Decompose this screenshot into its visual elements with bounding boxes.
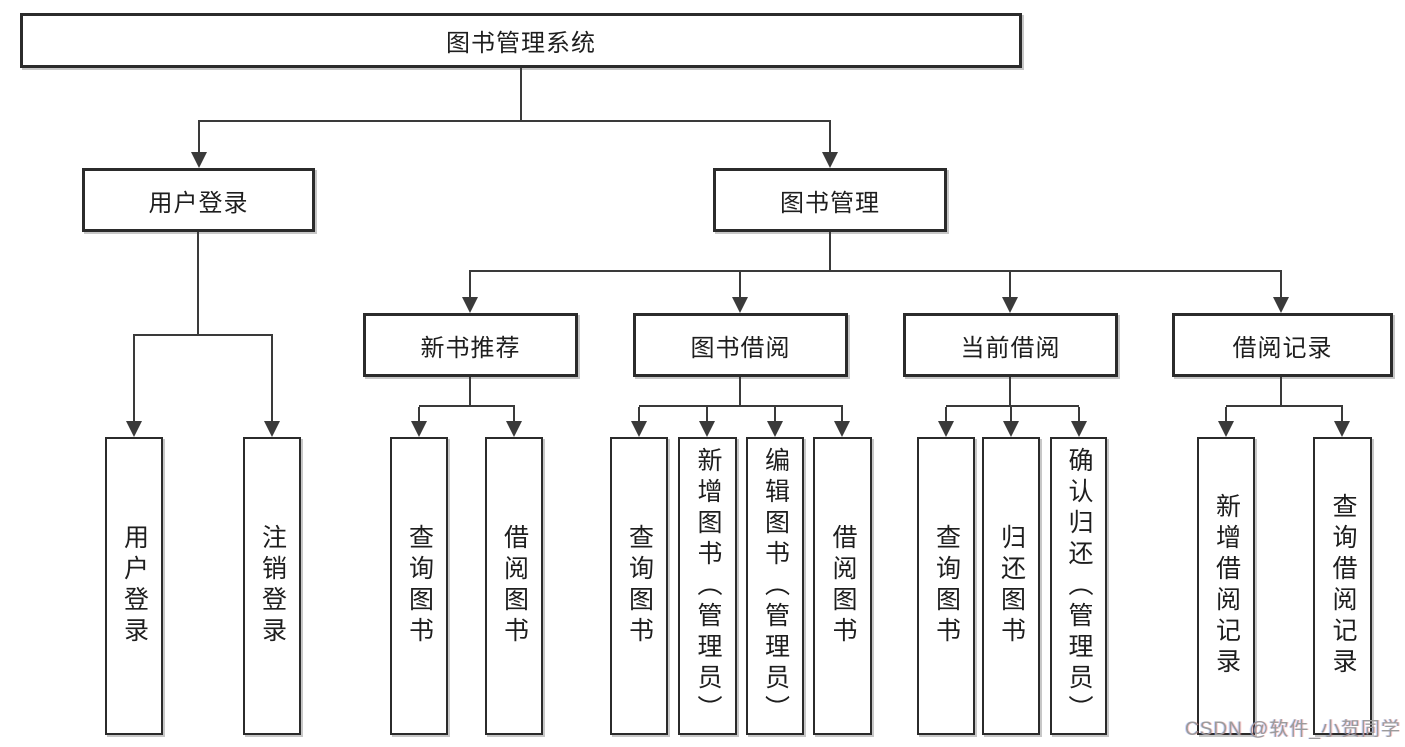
connector-line [1010,407,1012,422]
leaf-current-query: 查询图书 [917,437,975,735]
leaf-current-query-label: 查询图书 [932,524,961,648]
arrow-down-icon [834,421,850,437]
connector-line [271,336,273,422]
connector-line [198,122,200,154]
arrow-down-icon [1334,421,1350,437]
connector-line [1280,272,1282,298]
arrow-down-icon [699,421,715,437]
node-user-login-label: 用户登录 [148,189,249,217]
leaf-current-return: 归还图书 [982,437,1040,735]
node-root-label: 图书管理系统 [446,30,596,57]
connector-line [1225,407,1227,422]
leaf-borrow-edit: 编辑图书（管理员） [746,437,804,735]
connector-line [829,232,831,272]
connector-line [1341,407,1343,422]
connector-line [197,232,199,336]
arrow-down-icon [822,152,838,168]
arrow-down-icon [1218,421,1234,437]
node-current-borrow-label: 当前借阅 [960,334,1061,362]
arrow-down-icon [1273,297,1289,313]
leaf-borrow-add-label: 新增图书（管理员） [694,446,722,726]
leaf-user-login-label: 用户登录 [120,524,149,648]
connector-line [469,377,471,407]
leaf-record-query-label: 查询借阅记录 [1329,493,1357,679]
watermark: CSDN @软件_小贺同学 [1185,719,1401,740]
arrow-down-icon [264,421,280,437]
arrow-down-icon [411,421,427,437]
node-borrow-record-label: 借阅记录 [1232,334,1333,362]
node-book-mgmt-label: 图书管理 [780,189,880,217]
node-book-borrow-label: 图书借阅 [690,334,791,362]
connector-line [418,407,420,422]
connector-line [1078,407,1080,422]
leaf-borrow-borrow-label: 借阅图书 [829,524,857,648]
connector-line [198,120,831,122]
leaf-current-confirm: 确认归还（管理员） [1050,437,1107,735]
node-user-login: 用户登录 [82,168,315,232]
arrow-down-icon [126,421,142,437]
node-borrow-record: 借阅记录 [1172,313,1393,377]
connector-line [945,407,947,422]
leaf-logout: 注销登录 [243,437,301,735]
leaf-newbook-query-label: 查询图书 [405,524,434,648]
connector-line [739,377,741,407]
connector-line [1009,377,1011,407]
leaf-current-confirm-label: 确认归还（管理员） [1065,446,1093,726]
leaf-record-query: 查询借阅记录 [1313,437,1372,735]
arrow-down-icon [506,421,522,437]
arrow-down-icon [1003,421,1019,437]
leaf-logout-label: 注销登录 [258,524,287,648]
connector-line [469,272,471,298]
leaf-borrow-add: 新增图书（管理员） [678,437,737,735]
leaf-current-return-label: 归还图书 [997,524,1026,648]
connector-line [829,122,831,154]
connector-line [469,270,1282,272]
connector-line [133,334,273,336]
connector-line [1280,377,1282,407]
node-root: 图书管理系统 [20,13,1022,68]
leaf-user-login: 用户登录 [105,437,163,735]
connector-line [841,407,843,422]
arrow-down-icon [1002,297,1018,313]
node-current-borrow: 当前借阅 [903,313,1118,377]
leaf-borrow-borrow: 借阅图书 [813,437,872,735]
connector-line [133,336,135,422]
arrow-down-icon [191,152,207,168]
arrow-down-icon [767,421,783,437]
node-book-mgmt: 图书管理 [713,168,947,232]
arrow-down-icon [631,421,647,437]
arrow-down-icon [462,297,478,313]
leaf-record-add: 新增借阅记录 [1197,437,1255,735]
connector-line [739,272,741,298]
leaf-borrow-query-label: 查询图书 [625,524,654,648]
connector-line [1226,405,1343,407]
leaf-record-add-label: 新增借阅记录 [1212,493,1241,679]
leaf-borrow-query: 查询图书 [610,437,668,735]
connector-line [946,405,1079,407]
connector-line [1009,272,1011,298]
leaf-newbook-query: 查询图书 [390,437,448,735]
arrow-down-icon [938,421,954,437]
connector-line [706,407,708,422]
connector-line [513,407,515,422]
connector-line [639,405,843,407]
node-new-book-label: 新书推荐 [420,334,521,362]
connector-line [774,407,776,422]
arrow-down-icon [1071,421,1087,437]
connector-line [638,407,640,422]
connector-line [419,405,515,407]
leaf-borrow-edit-label: 编辑图书（管理员） [761,446,790,726]
connector-line [520,68,522,122]
leaf-newbook-borrow-label: 借阅图书 [500,524,529,648]
arrow-down-icon [732,297,748,313]
node-book-borrow: 图书借阅 [633,313,848,377]
node-new-book: 新书推荐 [363,313,578,377]
leaf-newbook-borrow: 借阅图书 [485,437,543,735]
